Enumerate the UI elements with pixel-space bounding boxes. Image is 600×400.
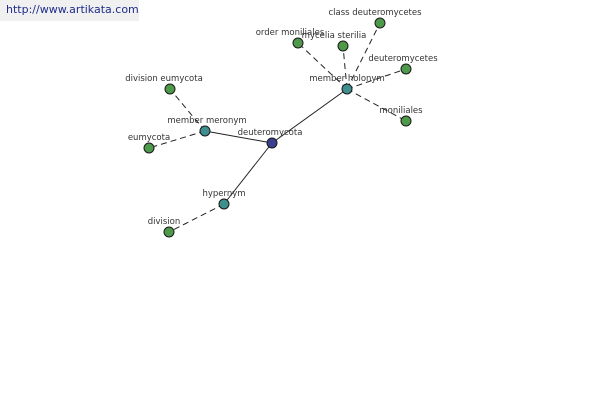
node-mycelia-sterilia[interactable]	[337, 40, 349, 52]
edge-meronym-division-eumycota	[169, 88, 206, 132]
edge-holonym-class-deuteromycetes	[346, 22, 381, 90]
node-deuteromycetes[interactable]	[400, 63, 412, 75]
node-hypernym[interactable]	[218, 198, 230, 210]
label-moniliales: moniliales	[379, 106, 423, 116]
edge-center-meronym	[204, 130, 273, 144]
node-moniliales[interactable]	[400, 115, 412, 127]
label-hypernym: hypernym	[202, 189, 245, 199]
edge-holonym-deuteromycetes	[346, 68, 407, 90]
label-member-meronym: member meronym	[167, 116, 246, 126]
label-member-holonym: member holonym	[309, 74, 384, 84]
node-eumycota[interactable]	[143, 142, 155, 154]
edge-holonym-order-moniliales	[297, 42, 348, 90]
node-division[interactable]	[163, 226, 175, 238]
edge-holonym-moniliales	[346, 88, 407, 122]
label-order-moniliales: order moniliales	[256, 28, 325, 38]
edges	[148, 22, 407, 233]
label-center-deuteromycota: deuteromycota	[238, 128, 303, 138]
node-member-holonym[interactable]	[341, 83, 353, 95]
node-class-deuteromycetes[interactable]	[374, 17, 386, 29]
url-banner[interactable]: http://www.artikata.com	[0, 0, 139, 21]
label-class-deuteromycetes: class deuteromycetes	[328, 8, 422, 18]
node-center-deuteromycota[interactable]	[266, 137, 278, 149]
label-division: division	[148, 217, 181, 227]
label-mycelia-sterilia: mycelia sterilia	[302, 31, 367, 41]
labels: class deuteromycetes order moniliales my…	[125, 8, 438, 227]
nodes	[143, 17, 412, 238]
label-deuteromycetes: deuteromycetes	[368, 54, 438, 64]
label-division-eumycota: division eumycota	[125, 74, 203, 84]
edge-center-holonym	[271, 88, 348, 144]
url-link[interactable]: http://www.artikata.com	[6, 3, 139, 16]
label-eumycota: eumycota	[128, 133, 170, 143]
edge-center-hypernym	[223, 142, 273, 205]
edge-holonym-mycelia-sterilia	[342, 45, 348, 90]
node-member-meronym[interactable]	[199, 125, 211, 137]
node-division-eumycota[interactable]	[164, 83, 176, 95]
edge-hypernym-division	[168, 203, 225, 233]
node-order-moniliales[interactable]	[292, 37, 304, 49]
